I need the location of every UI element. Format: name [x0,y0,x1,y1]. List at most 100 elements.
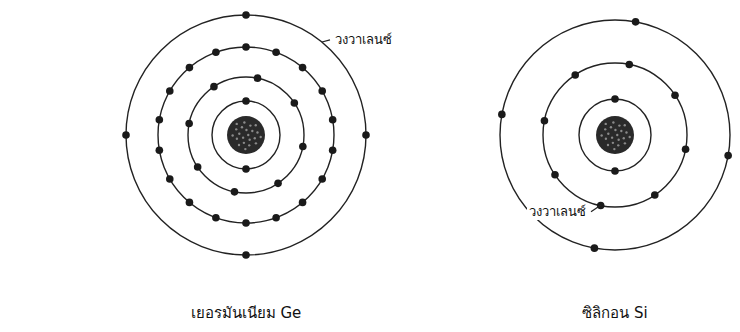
nucleus-texture [255,142,257,144]
nucleus-texture [614,129,616,131]
nucleus-texture [624,142,626,144]
electron-shell [212,101,280,169]
electron-dot [724,152,732,160]
electron-dot [318,175,326,183]
electron-dot [186,64,194,72]
electron-dot [682,146,690,154]
nucleus-texture [243,142,245,144]
electron-dot [185,120,193,128]
nucleus-texture [612,142,614,144]
nucleus-texture [600,134,602,136]
element-caption: ซิลิกอน Si [580,304,649,322]
nucleus-texture [249,124,251,126]
electron-dot [299,199,307,207]
atom-model [122,11,370,259]
nucleus-texture [244,148,246,150]
nucleus-texture [617,139,619,141]
electron-dot [318,87,326,95]
nucleus-texture [243,121,245,123]
nucleus-texture [612,121,614,123]
electron-dot [242,43,250,51]
nucleus-texture [611,136,613,138]
nucleus-texture [254,137,256,139]
nucleus-texture [236,123,238,125]
electron-dot [272,49,280,57]
nucleus-texture [238,144,240,146]
nucleus-texture [604,128,606,130]
electron-shell [158,47,334,223]
electron-shell [126,15,366,255]
electron-dot [498,111,506,119]
nucleus-texture [247,134,249,136]
electron-dot [329,146,337,154]
electron-dot [611,95,619,103]
nucleus-texture [255,124,257,126]
electron-dot [212,214,220,222]
electron-dot [242,165,250,173]
nucleus-texture [248,144,250,146]
electron-dot [671,91,679,99]
valence-shell-label: วงวาเลนซ์ [333,32,394,48]
leader-line [322,40,330,42]
atom-model [498,18,732,252]
nucleus-texture [242,136,244,138]
nucleus-texture [624,124,626,126]
electron-dot [231,188,239,196]
electron-dot [122,131,130,139]
electron-shell [188,77,304,193]
electron-dot [611,167,619,175]
electron-dot [626,61,634,69]
nucleus [596,116,634,154]
electron-dot [329,116,337,124]
electron-dot [299,64,307,72]
element-caption: เยอรมันเนียม Ge [189,304,304,322]
nucleus-texture [616,134,618,136]
electron-dot [166,175,174,183]
electron-dot [274,180,282,188]
electron-dot [254,74,262,82]
nucleus-texture [613,148,615,150]
nucleus-texture [628,136,630,138]
electron-dot [210,83,218,91]
electron-dot [551,171,559,179]
nucleus-texture [231,134,233,136]
nucleus-texture [241,126,243,128]
electron-dot [242,251,250,259]
nucleus-texture [245,129,247,131]
nucleus-texture [251,130,253,132]
electron-dot [242,219,250,227]
electron-dot [156,116,164,124]
electron-dot [212,49,220,57]
nucleus-texture [605,138,607,140]
leader-line [591,205,601,212]
electron-dot [194,163,202,171]
electron-dot [591,244,599,252]
nucleus-texture [259,136,261,138]
electron-dot [362,131,370,139]
electron-dot [242,97,250,105]
nucleus-texture [238,133,240,135]
electron-shell [579,99,651,171]
electron-dot [632,18,640,26]
nucleus-texture [235,128,237,130]
nucleus-texture [605,123,607,125]
nucleus-texture [607,133,609,135]
electron-dot [651,191,659,199]
nucleus [227,116,265,154]
electron-dot [156,146,164,154]
nucleus-texture [620,130,622,132]
electron-dot [242,11,250,19]
electron-dot [541,117,549,125]
electron-dot [186,199,194,207]
nucleus-texture [236,138,238,140]
electron-shell [543,63,687,207]
electron-dot [166,87,174,95]
nucleus-texture [610,126,612,128]
nucleus-texture [618,124,620,126]
electron-dot [291,99,299,107]
nucleus-texture [625,131,627,133]
nucleus-texture [623,137,625,139]
nucleus-texture [256,131,258,133]
